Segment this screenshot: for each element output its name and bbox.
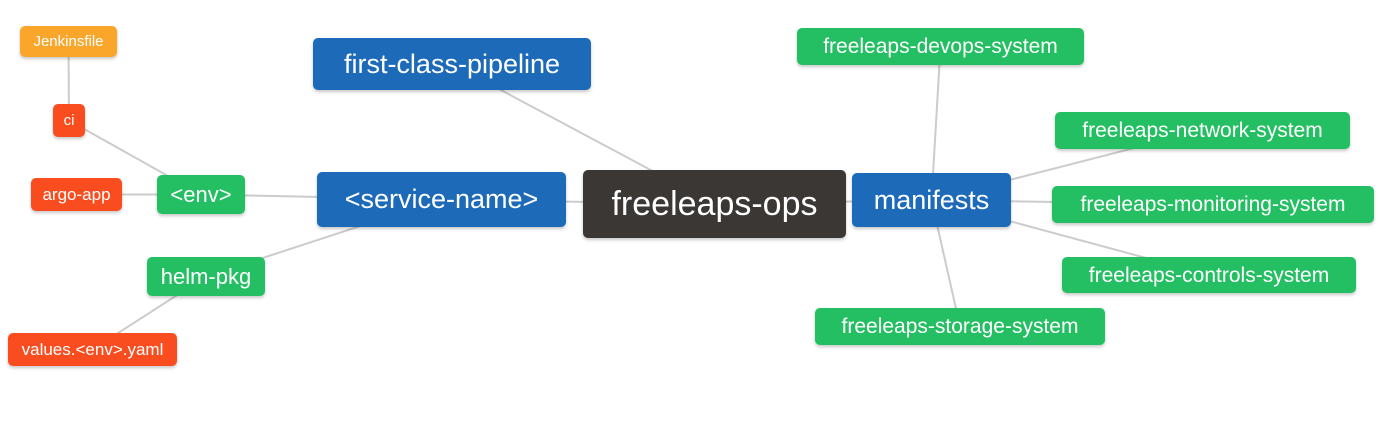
node-first-class-pipeline[interactable]: first-class-pipeline: [313, 38, 591, 90]
node-manifests[interactable]: manifests: [852, 173, 1011, 227]
node-ci[interactable]: ci: [53, 104, 85, 137]
node-controls-system[interactable]: freeleaps-controls-system: [1062, 257, 1356, 293]
node-env[interactable]: <env>: [157, 175, 245, 214]
node-storage-system[interactable]: freeleaps-storage-system: [815, 308, 1105, 345]
node-service-name[interactable]: <service-name>: [317, 172, 566, 227]
node-devops-system[interactable]: freeleaps-devops-system: [797, 28, 1084, 65]
node-argo-app[interactable]: argo-app: [31, 178, 122, 211]
node-monitoring-system[interactable]: freeleaps-monitoring-system: [1052, 186, 1374, 223]
node-helm-pkg[interactable]: helm-pkg: [147, 257, 265, 296]
node-jenkinsfile[interactable]: Jenkinsfile: [20, 26, 117, 57]
node-values-env-yaml[interactable]: values.<env>.yaml: [8, 333, 177, 366]
node-network-system[interactable]: freeleaps-network-system: [1055, 112, 1350, 149]
node-freeleaps-ops[interactable]: freeleaps-ops: [583, 170, 846, 238]
